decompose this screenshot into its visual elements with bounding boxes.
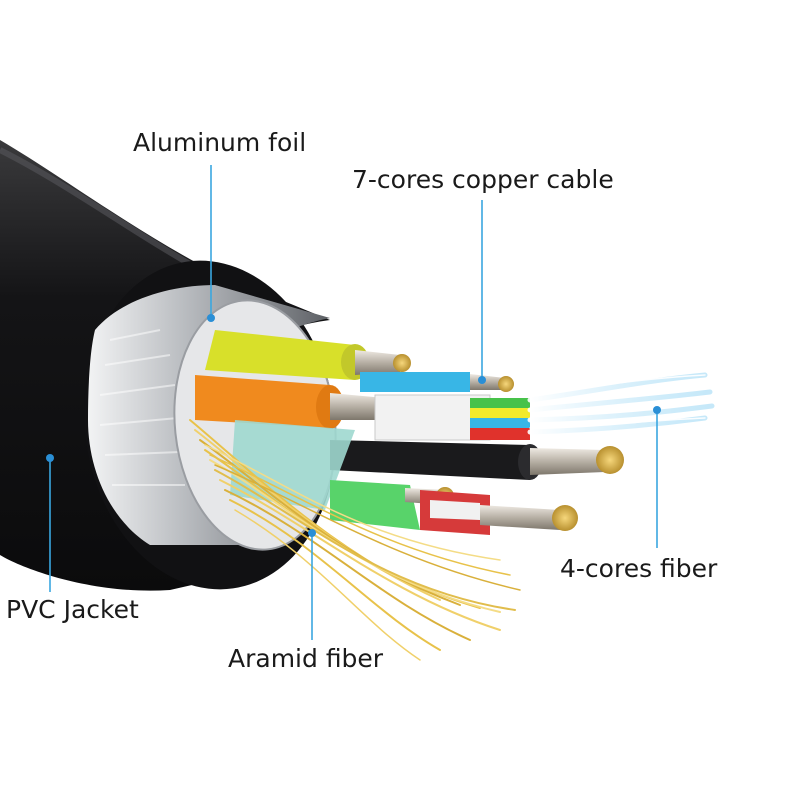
leader-lines bbox=[46, 165, 661, 640]
aramid-fiber-strands bbox=[189, 419, 521, 661]
label-aramid-fiber: Aramid fiber bbox=[228, 644, 384, 673]
glowing-fiber-strands bbox=[527, 372, 715, 435]
label-aluminum-foil: Aluminum foil bbox=[133, 128, 307, 157]
label-fiber-cores: 4-cores fiber bbox=[560, 554, 718, 583]
label-copper-cable: 7-cores copper cable bbox=[352, 165, 614, 194]
label-pvc-jacket: PVC Jacket bbox=[6, 595, 139, 624]
